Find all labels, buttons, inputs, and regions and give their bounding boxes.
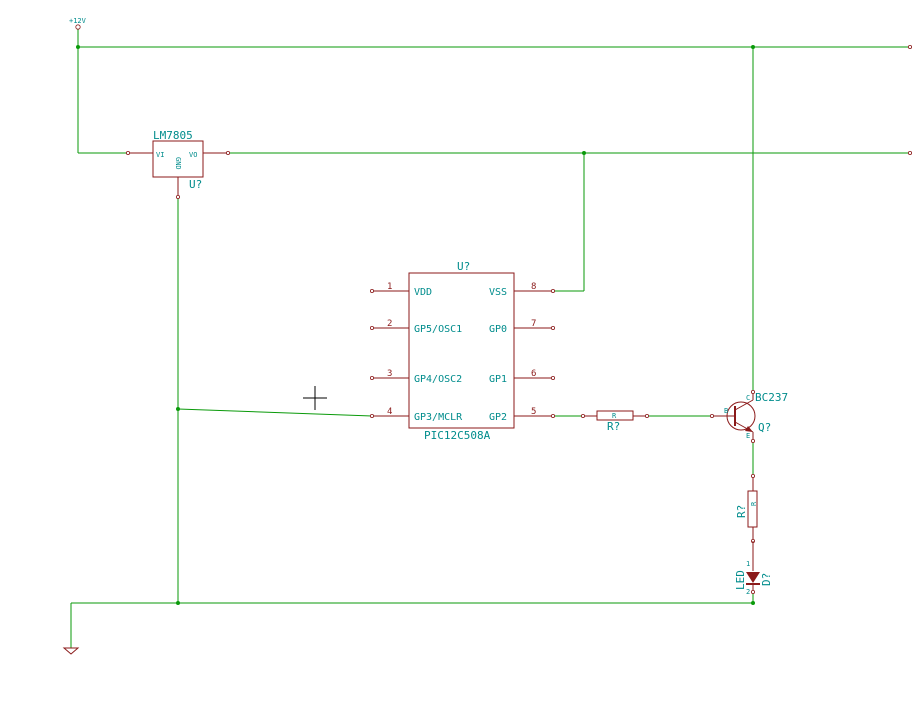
resistor-led[interactable]: R R? bbox=[735, 473, 758, 544]
regulator-pin-label-gnd: GND bbox=[174, 157, 182, 170]
pin-end bbox=[581, 413, 586, 418]
pin-end bbox=[369, 325, 374, 330]
mcu-pin-name: VDD bbox=[414, 287, 432, 298]
power-pin-circle bbox=[75, 24, 81, 30]
pin-end bbox=[710, 413, 715, 418]
transistor-pin-c: C bbox=[746, 394, 750, 402]
pin-end bbox=[751, 590, 756, 595]
regulator-pin-label-vi: VI bbox=[156, 151, 164, 159]
mcu-pin-number: 1 bbox=[387, 282, 392, 292]
junction-dot bbox=[582, 151, 586, 155]
mcu-ref: U? bbox=[457, 260, 470, 273]
pin-end bbox=[225, 150, 230, 155]
transistor-collector bbox=[734, 399, 754, 411]
junction-dot bbox=[176, 601, 180, 605]
wires bbox=[70, 27, 910, 648]
resistor-ref: R? bbox=[607, 420, 620, 433]
mcu-pin-number: 3 bbox=[387, 369, 392, 379]
led-ref: D? bbox=[760, 573, 773, 586]
pin-end bbox=[551, 375, 556, 380]
pin-end bbox=[751, 473, 756, 478]
transistor-bc237[interactable]: C B E BC237 Q? bbox=[710, 389, 788, 443]
emitter-arrow-icon bbox=[745, 426, 753, 432]
pin-end bbox=[551, 288, 556, 293]
mcu-pin-name: GP5/OSC1 bbox=[414, 324, 462, 335]
pin-end bbox=[751, 389, 756, 394]
pin-end bbox=[126, 150, 131, 155]
led-value: LED bbox=[734, 570, 747, 590]
mcu-pin-number: 6 bbox=[531, 369, 536, 379]
led-triangle-icon bbox=[746, 572, 760, 583]
regulator-value: LM7805 bbox=[153, 129, 193, 142]
regulator-pin-label-vo: VO bbox=[189, 151, 197, 159]
mcu-pin-name: GP3/MCLR bbox=[414, 412, 463, 423]
mcu-pin-name: GP2 bbox=[489, 412, 507, 423]
junction-dot bbox=[176, 407, 180, 411]
resistor-ref: R? bbox=[735, 505, 748, 518]
power-symbol-12v[interactable]: +12V bbox=[69, 17, 87, 30]
mcu-pin-number: 4 bbox=[387, 407, 392, 417]
mcu-pin-name: GP1 bbox=[489, 374, 507, 385]
led-pin-2: 2 bbox=[746, 588, 750, 596]
junction-dot bbox=[751, 45, 755, 49]
resistor-body bbox=[747, 490, 758, 528]
regulator-lm7805[interactable]: LM7805 VI VO GND U? bbox=[126, 129, 230, 199]
wire[interactable] bbox=[177, 408, 373, 417]
junction-dot bbox=[751, 601, 755, 605]
led-diode[interactable]: 1 2 LED D? bbox=[734, 541, 773, 596]
led-pin-1: 1 bbox=[746, 560, 750, 568]
transistor-pin-e: E bbox=[746, 432, 750, 440]
pin-end bbox=[551, 325, 556, 330]
crosshair-cursor-icon bbox=[303, 386, 327, 410]
mcu-pin-name: VSS bbox=[489, 287, 507, 298]
transistor-pin-b: B bbox=[724, 407, 728, 415]
mcu-value: PIC12C508A bbox=[424, 429, 491, 442]
mcu-pin-number: 8 bbox=[531, 282, 536, 292]
transistor-value: BC237 bbox=[755, 391, 788, 404]
mcu-pin-number: 7 bbox=[531, 319, 536, 329]
regulator-ref: U? bbox=[189, 178, 202, 191]
ground-icon bbox=[62, 647, 80, 655]
mcu-body bbox=[408, 272, 515, 429]
pin-end bbox=[369, 413, 374, 418]
mcu-pin-name: GP4/OSC2 bbox=[414, 374, 462, 385]
mcu-pin-number: 5 bbox=[531, 407, 536, 417]
transistor-ref: Q? bbox=[758, 421, 771, 434]
ground-symbol[interactable] bbox=[62, 647, 80, 655]
power-label: +12V bbox=[69, 17, 87, 25]
pin-end bbox=[645, 413, 650, 418]
mcu-pin-number: 2 bbox=[387, 319, 392, 329]
junctions bbox=[76, 45, 755, 605]
mcu-pic12c508a[interactable]: U? PIC12C508A 1 2 3 4 VDD GP5/OSC1 GP4/O… bbox=[369, 260, 556, 442]
pin-end bbox=[369, 288, 374, 293]
wire-end bbox=[908, 150, 913, 155]
resistor-value: R bbox=[750, 501, 758, 506]
pin-end bbox=[551, 413, 556, 418]
pin-end bbox=[175, 194, 180, 199]
mcu-pin-name: GP0 bbox=[489, 324, 507, 335]
pin-end bbox=[369, 375, 374, 380]
junction-dot bbox=[76, 45, 80, 49]
pin-end bbox=[751, 438, 756, 443]
wire-end bbox=[908, 45, 913, 50]
resistor-value: R bbox=[612, 412, 617, 420]
resistor-base[interactable]: R R? bbox=[581, 410, 650, 433]
